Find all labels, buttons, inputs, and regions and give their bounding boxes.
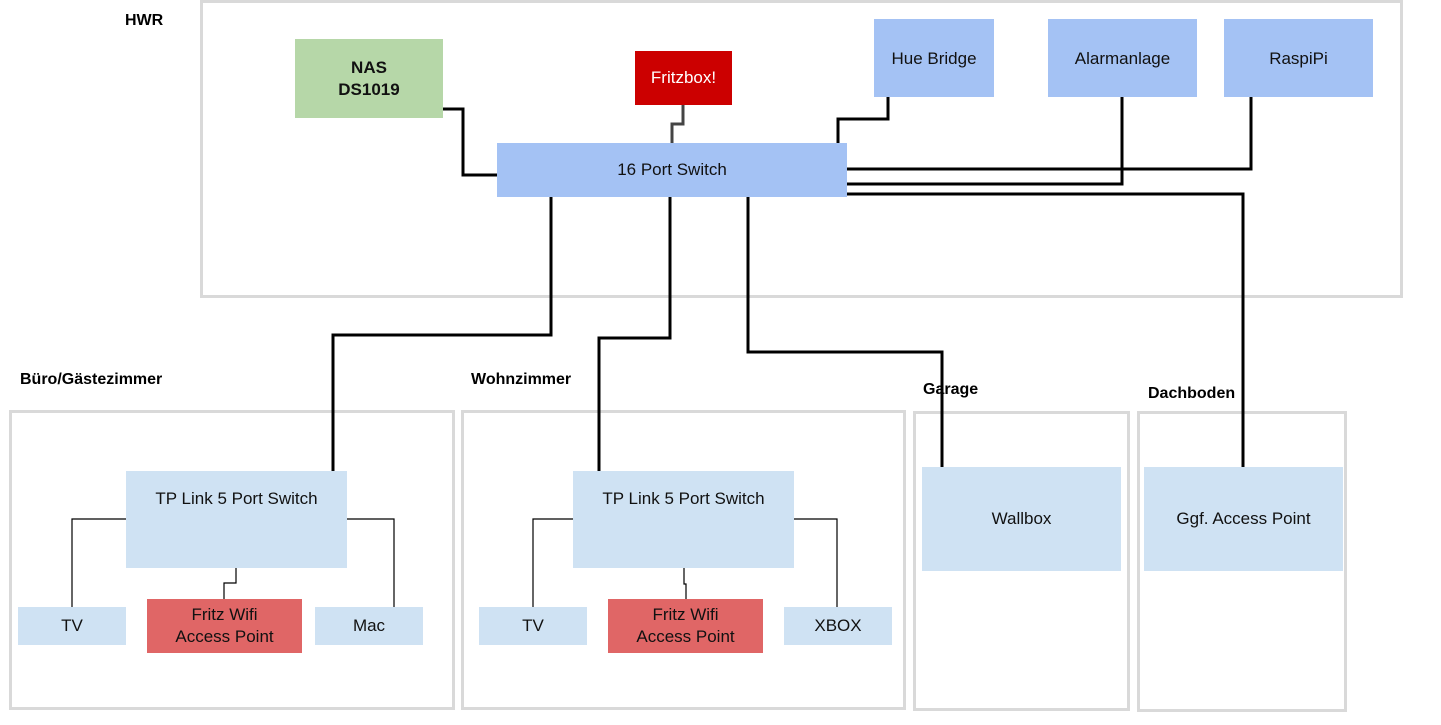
device-buero-switch-label: TP Link 5 Port Switch — [155, 489, 318, 508]
device-wohn-xbox[interactable]: XBOX — [784, 607, 892, 645]
device-wohn-fritz-ap-label: Fritz Wifi Access Point — [636, 605, 735, 646]
device-raspipi[interactable]: RaspiPi — [1224, 19, 1373, 97]
room-buero — [9, 410, 455, 710]
device-wallbox[interactable]: Wallbox — [922, 467, 1121, 571]
device-wohn-xbox-label: XBOX — [814, 616, 862, 635]
device-wallbox-label: Wallbox — [991, 509, 1052, 528]
device-fritzbox[interactable]: Fritzbox! — [635, 51, 732, 105]
room-label-wohnzimmer: Wohnzimmer — [471, 371, 572, 388]
device-hue-bridge[interactable]: Hue Bridge — [874, 19, 994, 97]
device-wohn-tv-label: TV — [522, 616, 544, 635]
device-ggf-access-point-label: Ggf. Access Point — [1176, 509, 1311, 528]
room-wohnzimmer — [461, 410, 906, 710]
device-wohn-switch[interactable]: TP Link 5 Port Switch — [573, 471, 794, 568]
device-alarmanlage-label: Alarmanlage — [1074, 49, 1171, 68]
device-buero-switch[interactable]: TP Link 5 Port Switch — [126, 471, 347, 568]
device-ggf-access-point[interactable]: Ggf. Access Point — [1144, 467, 1343, 571]
device-hue-bridge-label: Hue Bridge — [891, 49, 977, 68]
device-buero-tv-label: TV — [61, 616, 83, 635]
room-label-buero: Büro/Gästezimmer — [20, 371, 163, 388]
device-wohn-tv[interactable]: TV — [479, 607, 587, 645]
device-raspipi-label: RaspiPi — [1269, 49, 1328, 68]
room-label-garage: Garage — [923, 381, 979, 398]
device-wohn-switch-label: TP Link 5 Port Switch — [602, 489, 765, 508]
device-fritzbox-label: Fritzbox! — [650, 68, 717, 87]
device-buero-fritz-ap[interactable]: Fritz Wifi Access Point — [147, 599, 302, 653]
device-wohn-fritz-ap[interactable]: Fritz Wifi Access Point — [608, 599, 763, 653]
device-alarmanlage[interactable]: Alarmanlage — [1048, 19, 1197, 97]
device-buero-fritz-ap-label: Fritz Wifi Access Point — [175, 605, 274, 646]
device-main-switch[interactable]: 16 Port Switch — [497, 143, 847, 197]
device-nas-label: NAS DS1019 — [338, 57, 400, 99]
device-buero-mac-label: Mac — [352, 616, 386, 635]
room-label-dachboden: Dachboden — [1148, 385, 1236, 402]
room-label-hwr: HWR — [125, 12, 164, 29]
device-nas[interactable]: NAS DS1019 — [295, 39, 443, 118]
device-buero-tv[interactable]: TV — [18, 607, 126, 645]
device-buero-mac[interactable]: Mac — [315, 607, 423, 645]
device-main-switch-label: 16 Port Switch — [617, 160, 727, 179]
